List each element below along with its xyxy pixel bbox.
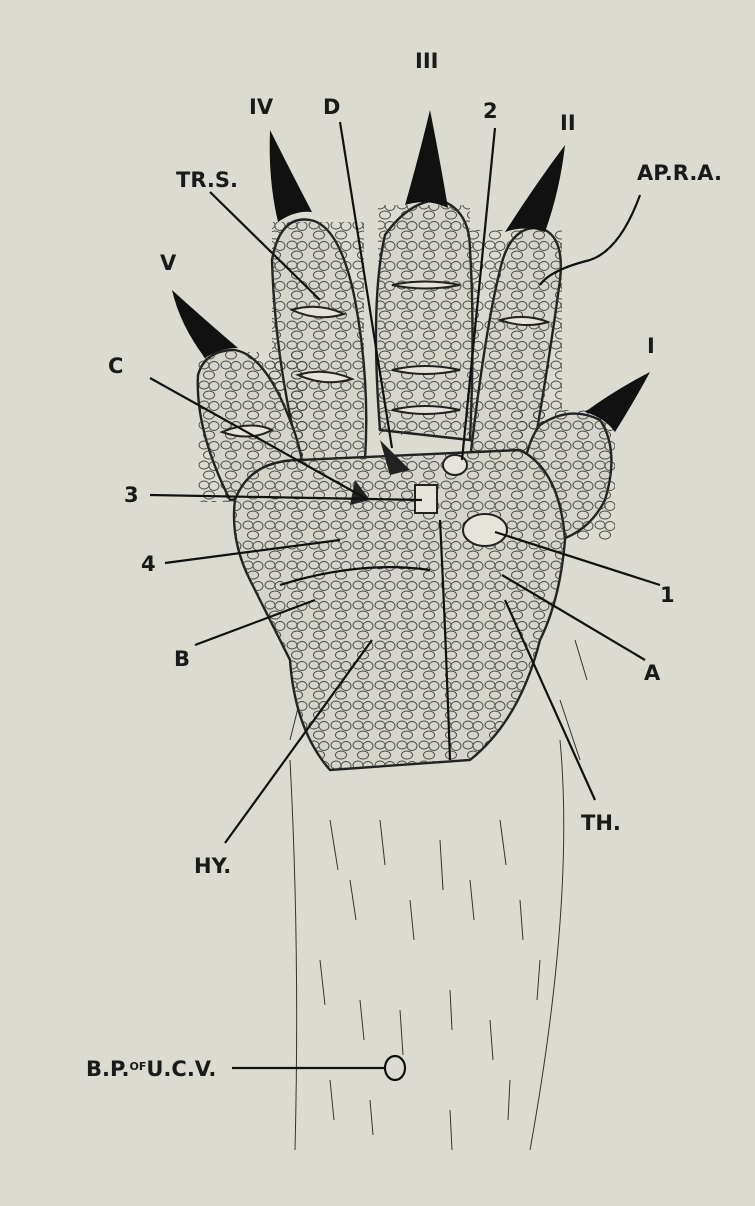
label-digit-IV: IV [249,95,274,119]
label-TRS: TR.S. [176,168,238,192]
label-APRA: AP.R.A. [637,161,722,185]
label-HY: HY. [194,854,231,878]
label-2: 2 [483,99,498,123]
label-1: 1 [660,583,675,607]
label-TH: TH. [581,811,621,835]
label-3: 3 [124,483,139,507]
label-A: A [644,661,661,685]
label-digit-V: V [160,251,177,275]
label-B: B [174,647,190,671]
label-digit-I: I [647,334,655,358]
label-D: D [323,95,340,119]
label-BP: B.P.OFU.C.V. [86,1057,216,1081]
label-digit-II: II [560,111,576,135]
label-4: 4 [141,552,156,576]
digit-III [376,200,473,440]
label-digit-III: III [415,49,438,73]
pad-2 [443,455,467,475]
label-C: C [108,354,123,378]
pad-1 [463,514,507,546]
